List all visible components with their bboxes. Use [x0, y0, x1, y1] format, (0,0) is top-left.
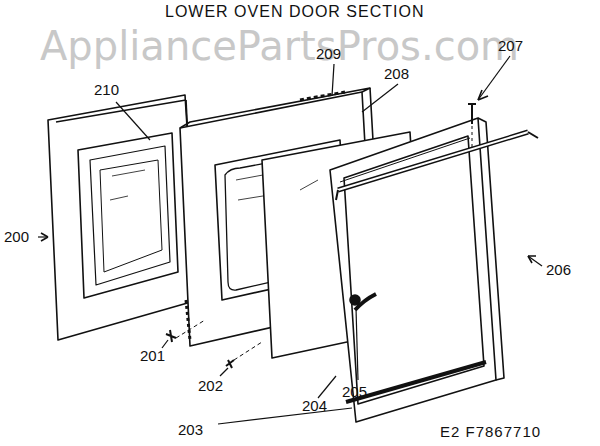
door-handle — [336, 132, 538, 310]
screws — [166, 104, 476, 368]
callout-number: 207 — [498, 38, 523, 53]
callout-number: 200 — [4, 229, 29, 244]
callout-number: 209 — [316, 46, 341, 61]
callout-number: 201 — [140, 348, 165, 363]
callout-number: 202 — [198, 378, 223, 393]
watermark: AppliancePartsPros.com — [40, 26, 519, 66]
figure-code: E2 F7867710 — [440, 424, 541, 439]
callout-number: 208 — [384, 66, 409, 81]
callout-number: 205 — [342, 384, 367, 399]
callout-number: 206 — [546, 262, 571, 277]
callout-number: 203 — [178, 422, 203, 437]
callout-number: 210 — [94, 82, 119, 97]
callout-number: 204 — [302, 398, 327, 413]
back-panel — [48, 95, 198, 340]
leader-lines — [38, 56, 542, 424]
diagram-title: LOWER OVEN DOOR SECTION — [165, 4, 424, 20]
